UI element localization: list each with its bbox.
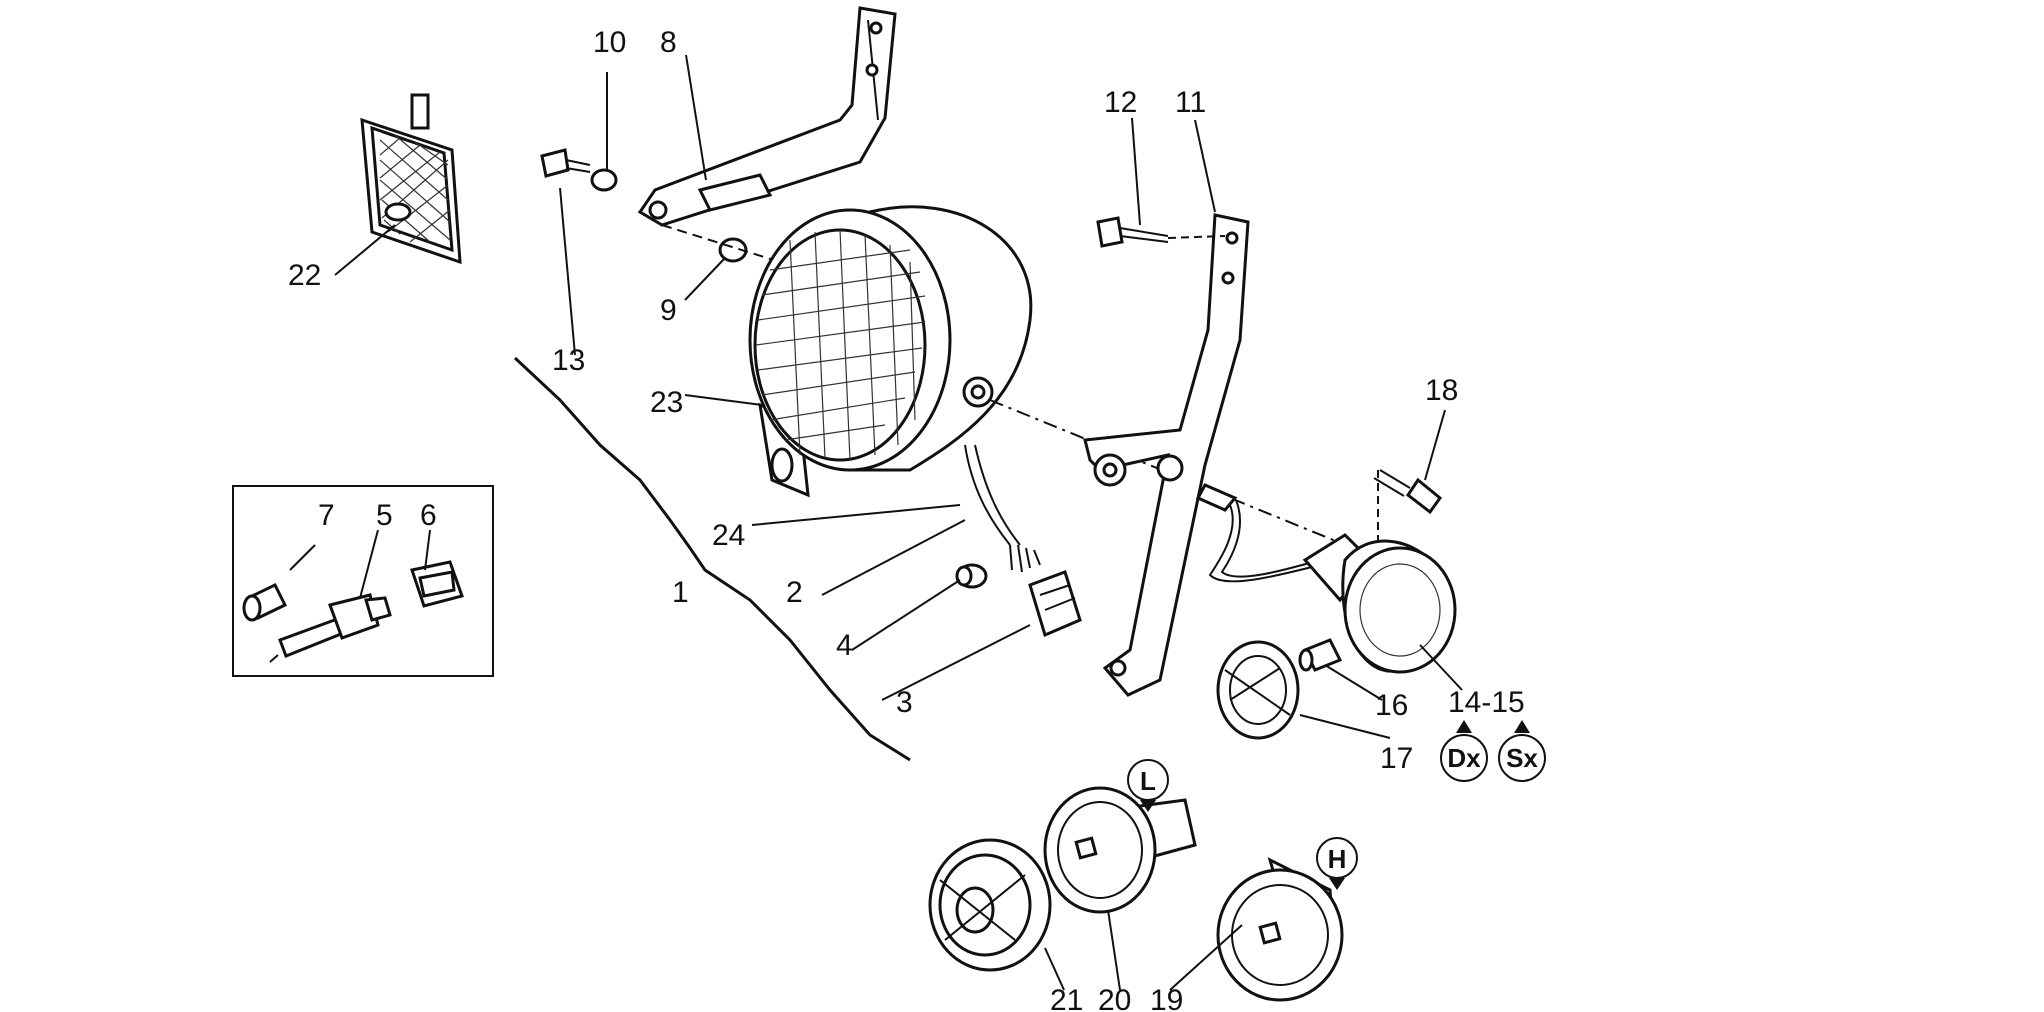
svg-text:L: L — [1140, 766, 1156, 796]
label-7: 7 — [318, 499, 335, 532]
label-13: 13 — [552, 344, 585, 377]
label-8: 8 — [660, 26, 677, 59]
label-23: 23 — [650, 386, 683, 419]
screw-12 — [1096, 216, 1169, 248]
label-18: 18 — [1425, 374, 1458, 407]
washer-10 — [590, 168, 618, 192]
badge-sx: Sx — [1498, 720, 1546, 782]
connector-3 — [1028, 570, 1082, 638]
label-4: 4 — [836, 629, 853, 662]
horn-20 — [1043, 786, 1197, 914]
label-16: 16 — [1375, 689, 1408, 722]
label-21: 21 — [1050, 984, 1083, 1012]
indicator-lens-17 — [1216, 640, 1300, 740]
label-19: 19 — [1150, 984, 1183, 1012]
leader-lines — [289, 54, 1463, 991]
wiring-harness-24 — [964, 444, 1041, 573]
label-1: 1 — [672, 576, 689, 609]
label-14-15: 14-15 — [1448, 686, 1525, 719]
socket-6 — [410, 560, 464, 608]
svg-text:Dx: Dx — [1447, 743, 1481, 773]
reflector-part — [360, 93, 462, 265]
badge-h: H — [1316, 837, 1358, 890]
turn-indicator-14-15 — [1195, 483, 1457, 674]
label-6: 6 — [420, 499, 437, 532]
label-24: 24 — [712, 519, 745, 552]
indicator-bracket-11 — [1083, 213, 1250, 697]
part-number-labels: 22 23 24 2 4 3 1 7 5 6 10 8 9 13 12 11 1… — [288, 26, 1525, 1012]
bulb-inset — [232, 485, 494, 677]
label-11: 11 — [1175, 86, 1206, 119]
headlight-23 — [748, 205, 1033, 498]
screw-13 — [540, 148, 591, 178]
label-20: 20 — [1098, 984, 1131, 1012]
headlight-bracket-8 — [637, 6, 897, 227]
label-17: 17 — [1380, 742, 1413, 775]
badge-dx: Dx — [1440, 720, 1488, 782]
screw-18 — [1373, 469, 1443, 515]
svg-text:H: H — [1328, 844, 1347, 874]
label-10: 10 — [593, 26, 626, 59]
svg-text:Sx: Sx — [1506, 743, 1538, 773]
bulb-7 — [242, 583, 288, 622]
assembly-boundary-line — [513, 356, 911, 762]
label-12: 12 — [1104, 86, 1137, 119]
label-3: 3 — [896, 686, 913, 719]
bulb-5 — [269, 593, 392, 663]
grommet-4 — [955, 563, 988, 589]
horn-21 — [928, 838, 1052, 972]
label-5: 5 — [376, 499, 393, 532]
label-9: 9 — [660, 294, 677, 327]
label-2: 2 — [786, 576, 803, 609]
badge-l: L — [1127, 759, 1169, 812]
indicator-bulb-16 — [1298, 638, 1343, 672]
label-22: 22 — [288, 259, 321, 292]
